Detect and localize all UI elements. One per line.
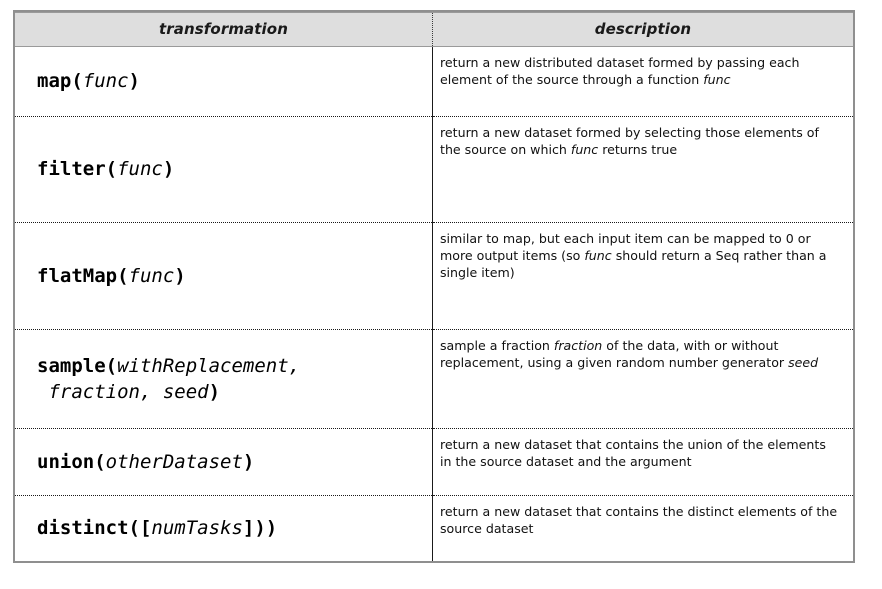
cell-transformation: sample(withReplacement, fraction, seed) (15, 329, 433, 429)
transformation-description: similar to map, but each input item can … (440, 231, 827, 281)
cell-transformation: map(func) (15, 46, 433, 117)
table-body: map(func) return a new distributed datas… (15, 46, 853, 561)
cell-transformation: union(otherDataset) (15, 428, 433, 496)
table-row: map(func) return a new distributed datas… (15, 46, 853, 117)
cell-description: return a new dataset formed by selecting… (432, 116, 853, 223)
cell-description: similar to map, but each input item can … (432, 222, 853, 330)
transformation-signature: map(func) (37, 70, 140, 93)
cell-transformation: distinct([numTasks])) (15, 495, 433, 561)
transformation-description: return a new dataset that contains the u… (440, 437, 826, 470)
transformation-signature: sample(withReplacement, fraction, seed) (37, 354, 301, 403)
transformation-signature: union(otherDataset) (37, 450, 255, 473)
transformation-signature: distinct([numTasks])) (37, 517, 278, 540)
transformations-table-container: transformation description map(func) ret… (13, 10, 855, 563)
table-row: sample(withReplacement, fraction, seed) … (15, 329, 853, 429)
table-row: union(otherDataset) return a new dataset… (15, 428, 853, 496)
column-header-description: description (432, 12, 853, 47)
table-row: flatMap(func) similar to map, but each i… (15, 222, 853, 330)
table-row: distinct([numTasks])) return a new datas… (15, 495, 853, 561)
transformation-signature: flatMap(func) (37, 264, 186, 287)
transformation-description: return a new dataset that contains the d… (440, 504, 838, 537)
transformations-table: transformation description map(func) ret… (15, 12, 853, 561)
table-header: transformation description (15, 12, 853, 47)
column-header-transformation: transformation (15, 12, 433, 47)
transformation-description: sample a fraction fraction of the data, … (440, 338, 819, 371)
table-row: filter(func) return a new dataset formed… (15, 116, 853, 223)
transformation-description: return a new dataset formed by selecting… (440, 125, 819, 158)
transformation-signature: filter(func) (37, 158, 175, 181)
cell-description: return a new dataset that contains the d… (432, 495, 853, 561)
cell-description: return a new distributed dataset formed … (432, 46, 853, 117)
cell-transformation: flatMap(func) (15, 222, 433, 330)
table-header-row: transformation description (15, 12, 853, 47)
transformation-description: return a new distributed dataset formed … (440, 55, 800, 88)
cell-transformation: filter(func) (15, 116, 433, 223)
cell-description: return a new dataset that contains the u… (432, 428, 853, 496)
cell-description: sample a fraction fraction of the data, … (432, 329, 853, 429)
